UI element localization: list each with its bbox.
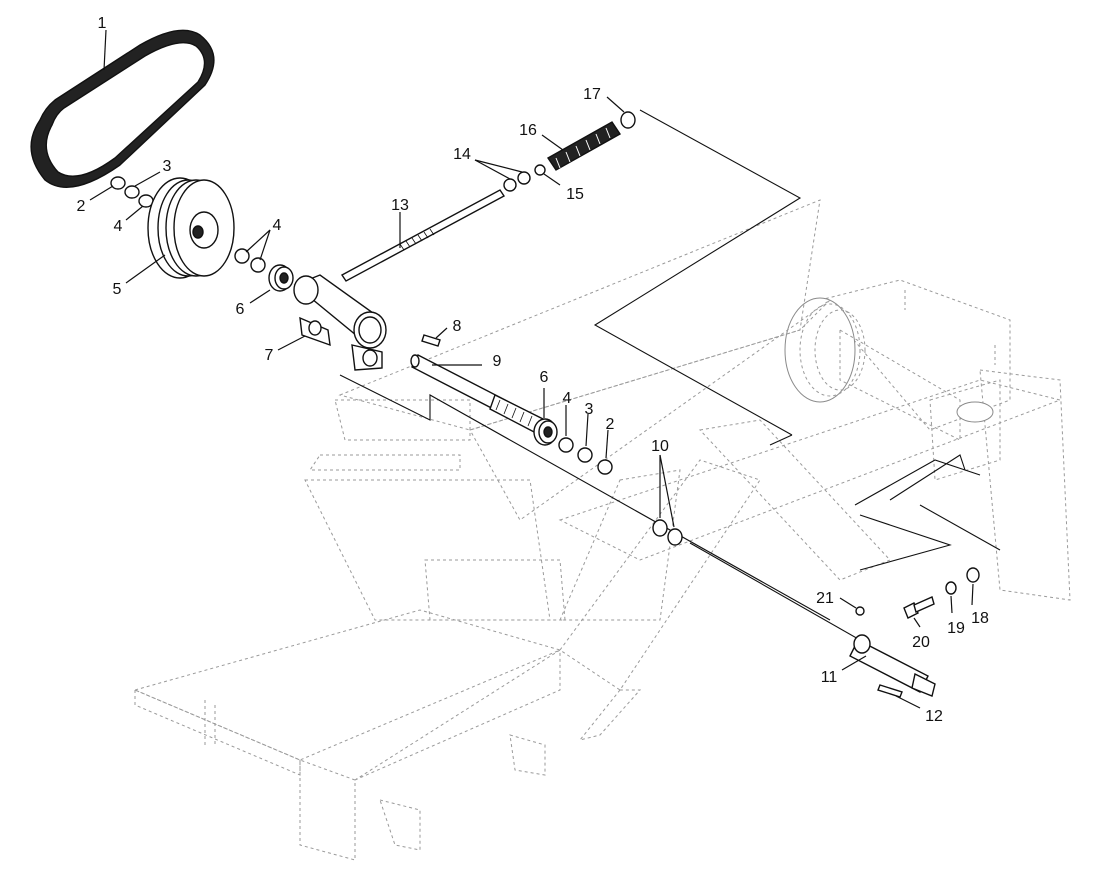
callout-6: 6 (236, 301, 245, 318)
callout-19: 19 (947, 620, 965, 637)
axis-line-frame-2 (889, 454, 966, 501)
washer-3 (124, 185, 140, 199)
shield-panel (338, 199, 821, 431)
v-belt (30, 29, 215, 188)
washer-4-c (250, 257, 266, 273)
frame-tube-top (133, 609, 562, 761)
callout-3: 3 (585, 401, 594, 418)
callout-14: 14 (453, 146, 471, 163)
installed-collar (956, 401, 994, 423)
callout-5: 5 (113, 281, 122, 298)
cotter-pin (877, 684, 903, 698)
callout-13: 13 (391, 197, 409, 214)
frame-tube-side (354, 649, 561, 781)
callout-21: 21 (816, 590, 834, 607)
lock-washer-19 (945, 581, 957, 595)
callout-1: 1 (98, 15, 107, 32)
frame-end-plate (299, 759, 356, 861)
pulley (147, 177, 235, 279)
shield-panel-lower (469, 299, 831, 521)
washer-17 (620, 111, 636, 129)
callout-20: 20 (912, 634, 930, 651)
watermark-block (559, 469, 681, 621)
frame-arm (559, 459, 761, 691)
callout-4: 4 (273, 217, 282, 234)
axis-line-upper (593, 109, 802, 436)
installed-pulley (784, 297, 856, 403)
leader-lines (89, 29, 974, 709)
frame-gearbox-top (819, 279, 1011, 431)
axis-line-pin (689, 542, 861, 641)
callout-4: 4 (563, 390, 572, 407)
pivot-pin (849, 634, 936, 697)
nut-14-b (517, 171, 531, 185)
callout-2: 2 (606, 416, 615, 433)
watermark-block (424, 559, 566, 621)
callout-17: 17 (583, 86, 601, 103)
bearing-lower (533, 418, 558, 446)
axis-line-bolt (859, 514, 952, 571)
axis-line-bolt-2 (919, 504, 1001, 551)
compression-spring (546, 121, 622, 171)
bearing-housing (293, 274, 387, 371)
callout-8: 8 (453, 318, 462, 335)
washer-3-b (577, 447, 593, 463)
installed-pulley-groove (799, 303, 861, 397)
axis-line (769, 434, 793, 446)
frame-housing (929, 379, 1001, 481)
watermark-block (304, 479, 551, 621)
nut-14-a (503, 178, 517, 192)
circlip-10-b (667, 528, 683, 546)
callout-11: 11 (821, 669, 838, 686)
installed-pulley-groove (814, 309, 866, 391)
frame-arm-end (578, 689, 642, 741)
callout-3: 3 (163, 158, 172, 175)
axis-line-shaft (339, 374, 831, 621)
callout-16: 16 (519, 122, 537, 139)
callout-4: 4 (114, 218, 123, 235)
washer-18 (966, 567, 980, 583)
shaft-key (421, 334, 441, 347)
installed-tube (839, 329, 961, 441)
callout-6: 6 (540, 369, 549, 386)
callout-10: 10 (651, 438, 669, 455)
callout-18: 18 (971, 610, 989, 627)
washer-4-b (234, 248, 250, 264)
washer-4-d (558, 437, 574, 453)
frame-tube-front (134, 689, 301, 776)
bolt-20 (903, 596, 935, 619)
frame-diagonal-brace (698, 419, 891, 581)
threaded-rod (340, 189, 506, 282)
callout-15: 15 (566, 186, 584, 203)
frame-crossmember (558, 379, 1062, 561)
frame-foot (509, 734, 546, 776)
frame-upright (979, 369, 1071, 601)
assembly-axis-lines (339, 109, 1001, 641)
callout-labels: 1 2 3 4 4 5 6 7 8 9 13 14 15 16 17 6 4 3… (77, 15, 989, 725)
background-machine-frame (133, 199, 1071, 861)
frame-foot (379, 799, 421, 851)
callout-7: 7 (265, 347, 274, 364)
washer-2-b (597, 459, 613, 475)
washer-2 (110, 176, 126, 190)
watermark-block (334, 399, 471, 441)
callout-12: 12 (925, 708, 943, 725)
callout-9: 9 (493, 353, 502, 370)
watermark-block (309, 454, 461, 471)
washer-15 (534, 164, 546, 176)
callout-2: 2 (77, 198, 86, 215)
grease-nipple-21 (855, 606, 865, 616)
bearing-upper (268, 264, 294, 292)
circlip-10-a (652, 519, 668, 537)
